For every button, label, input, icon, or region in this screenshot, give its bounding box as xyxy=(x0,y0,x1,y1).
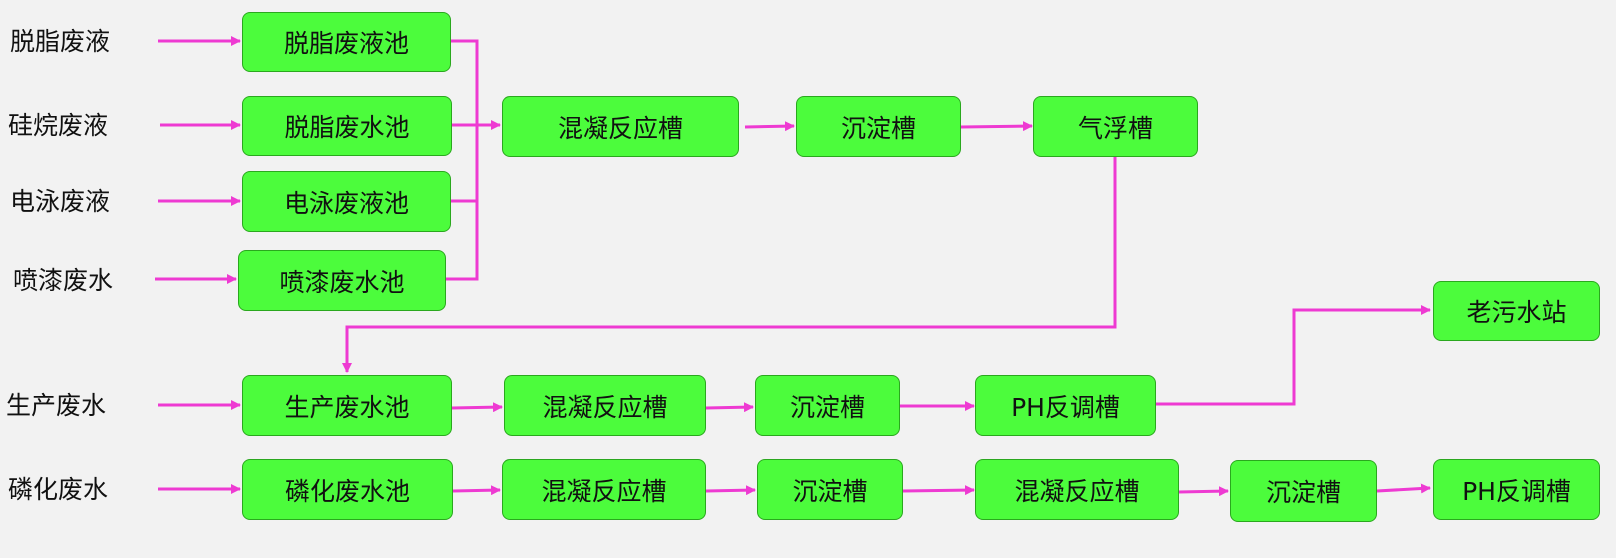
arrow-coag2-settle2 xyxy=(705,402,754,413)
node-coag-1: 混凝反应槽 xyxy=(502,96,739,157)
label-electrophoresis-liquid: 电泳废液 xyxy=(10,187,111,216)
arrow-coag1-settle1 xyxy=(744,121,795,132)
label-silane-liquid: 硅烷废液 xyxy=(8,111,109,140)
node-settle-3: 沉淀槽 xyxy=(757,459,903,520)
label-phosphating-water: 磷化废水 xyxy=(8,475,109,504)
arrow-settle1-flotation xyxy=(960,121,1033,132)
arrow-settle3-coag4 xyxy=(902,485,975,496)
node-settle-2: 沉淀槽 xyxy=(755,375,900,436)
node-production-tank: 生产废水池 xyxy=(242,375,452,436)
arrow-production-coag2 xyxy=(451,402,503,413)
node-flotation: 气浮槽 xyxy=(1033,96,1198,157)
arrow-phosphating-coag3 xyxy=(452,485,501,496)
label-degreasing-liquid: 脱脂废液 xyxy=(10,27,111,56)
node-old-station: 老污水站 xyxy=(1433,281,1600,341)
arrow-settle4-ph2 xyxy=(1376,483,1431,494)
node-ph-2: PH反调槽 xyxy=(1433,459,1600,520)
node-phosphating-tank: 磷化废水池 xyxy=(242,459,453,520)
node-settle-4: 沉淀槽 xyxy=(1230,460,1377,522)
arrow-ph1-old-station xyxy=(1156,305,1431,406)
node-spray-paint-tank: 喷漆废水池 xyxy=(238,250,446,311)
arrow-flotation-production xyxy=(342,156,1117,373)
node-settle-1: 沉淀槽 xyxy=(796,96,961,157)
merge-bracket xyxy=(446,39,479,281)
node-coag-2: 混凝反应槽 xyxy=(504,375,706,436)
node-ph-1: PH反调槽 xyxy=(975,375,1156,436)
node-degreasing-water-tank: 脱脂废水池 xyxy=(242,96,452,156)
node-degreasing-liquid-tank: 脱脂废液池 xyxy=(242,12,451,72)
node-coag-4: 混凝反应槽 xyxy=(975,459,1179,520)
node-electrophoresis-tank: 电泳废液池 xyxy=(242,171,451,232)
arrow-coag3-settle3 xyxy=(705,485,756,496)
label-production-water: 生产废水 xyxy=(6,391,107,420)
arrow-coag4-settle4 xyxy=(1178,486,1229,497)
label-spray-paint-water: 喷漆废水 xyxy=(13,266,114,295)
node-coag-3: 混凝反应槽 xyxy=(502,459,706,520)
